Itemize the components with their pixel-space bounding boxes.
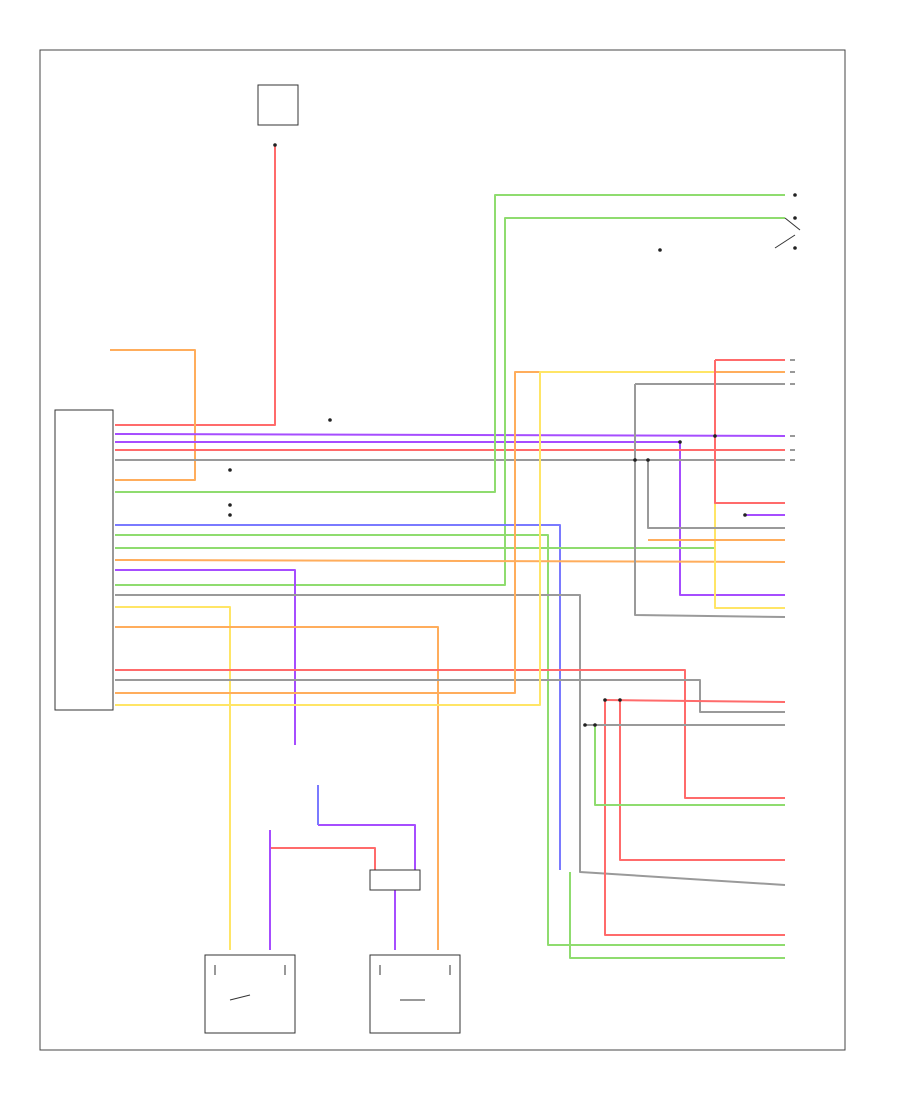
wire-green-3	[115, 534, 785, 946]
wire-purple-rear	[115, 569, 296, 745]
wire-red-power	[115, 145, 276, 426]
wire-purple-1	[114, 433, 786, 437]
wire-orange-2	[114, 559, 786, 563]
junction-dot	[646, 458, 650, 462]
wire-orange-3	[115, 626, 439, 950]
wire-yellow-1	[115, 606, 231, 950]
junction-dot	[618, 698, 622, 702]
wire-gray-3	[115, 679, 785, 713]
wire-gray-2	[115, 594, 786, 886]
wire-blue	[115, 524, 561, 870]
wire-purple-2	[115, 441, 785, 596]
junction-dot	[678, 440, 682, 444]
junction-dot	[633, 458, 637, 462]
diagram-border	[39, 49, 846, 1051]
junction-dot	[228, 513, 232, 517]
wire-green-tr1	[115, 194, 785, 493]
wire-green-tr2	[115, 217, 785, 586]
junction-dot	[713, 434, 717, 438]
wire-red-right-3	[604, 699, 786, 703]
wire-red-right-4	[604, 700, 785, 936]
wire-orange-4	[115, 371, 785, 694]
wires-layer	[110, 145, 786, 959]
junction-dot	[228, 468, 232, 472]
wire-orange-top	[110, 349, 196, 481]
wire-yellow-2	[115, 371, 785, 706]
junction-dot	[593, 723, 597, 727]
components-layer	[54, 84, 461, 1034]
wire-red-3	[115, 669, 785, 799]
rear-module-right-detail	[379, 965, 451, 1001]
junction-dot	[328, 418, 332, 422]
junction-dot	[658, 248, 662, 252]
junction-dots-layer	[228, 143, 797, 727]
left-control-module	[54, 409, 114, 711]
junction-dot	[273, 143, 277, 147]
rear-control-module-left	[204, 954, 296, 1034]
junction-dot	[793, 216, 797, 220]
junction-dot	[793, 246, 797, 250]
wire-green-right-1	[594, 725, 785, 806]
junction-dot	[228, 503, 232, 507]
junction-dot	[583, 723, 587, 727]
wire-gray-right-2	[634, 384, 786, 618]
junction-dot	[743, 513, 747, 517]
right-switch-symbol	[774, 217, 801, 249]
wire-purple-lower-2	[318, 824, 416, 885]
wire-gray-right-3	[647, 460, 785, 529]
top-fuse-block	[257, 84, 299, 126]
junction-dot	[793, 193, 797, 197]
wire-green-right-2	[569, 872, 785, 959]
junction-dot	[603, 698, 607, 702]
rear-module-left-detail	[214, 965, 286, 1001]
wire-red-right-2	[714, 360, 785, 504]
rear-control-module-right	[369, 954, 461, 1034]
sensor-terminal-marks	[790, 359, 795, 461]
rear-ground-junction	[369, 869, 421, 891]
wire-red-right-5	[619, 700, 785, 861]
